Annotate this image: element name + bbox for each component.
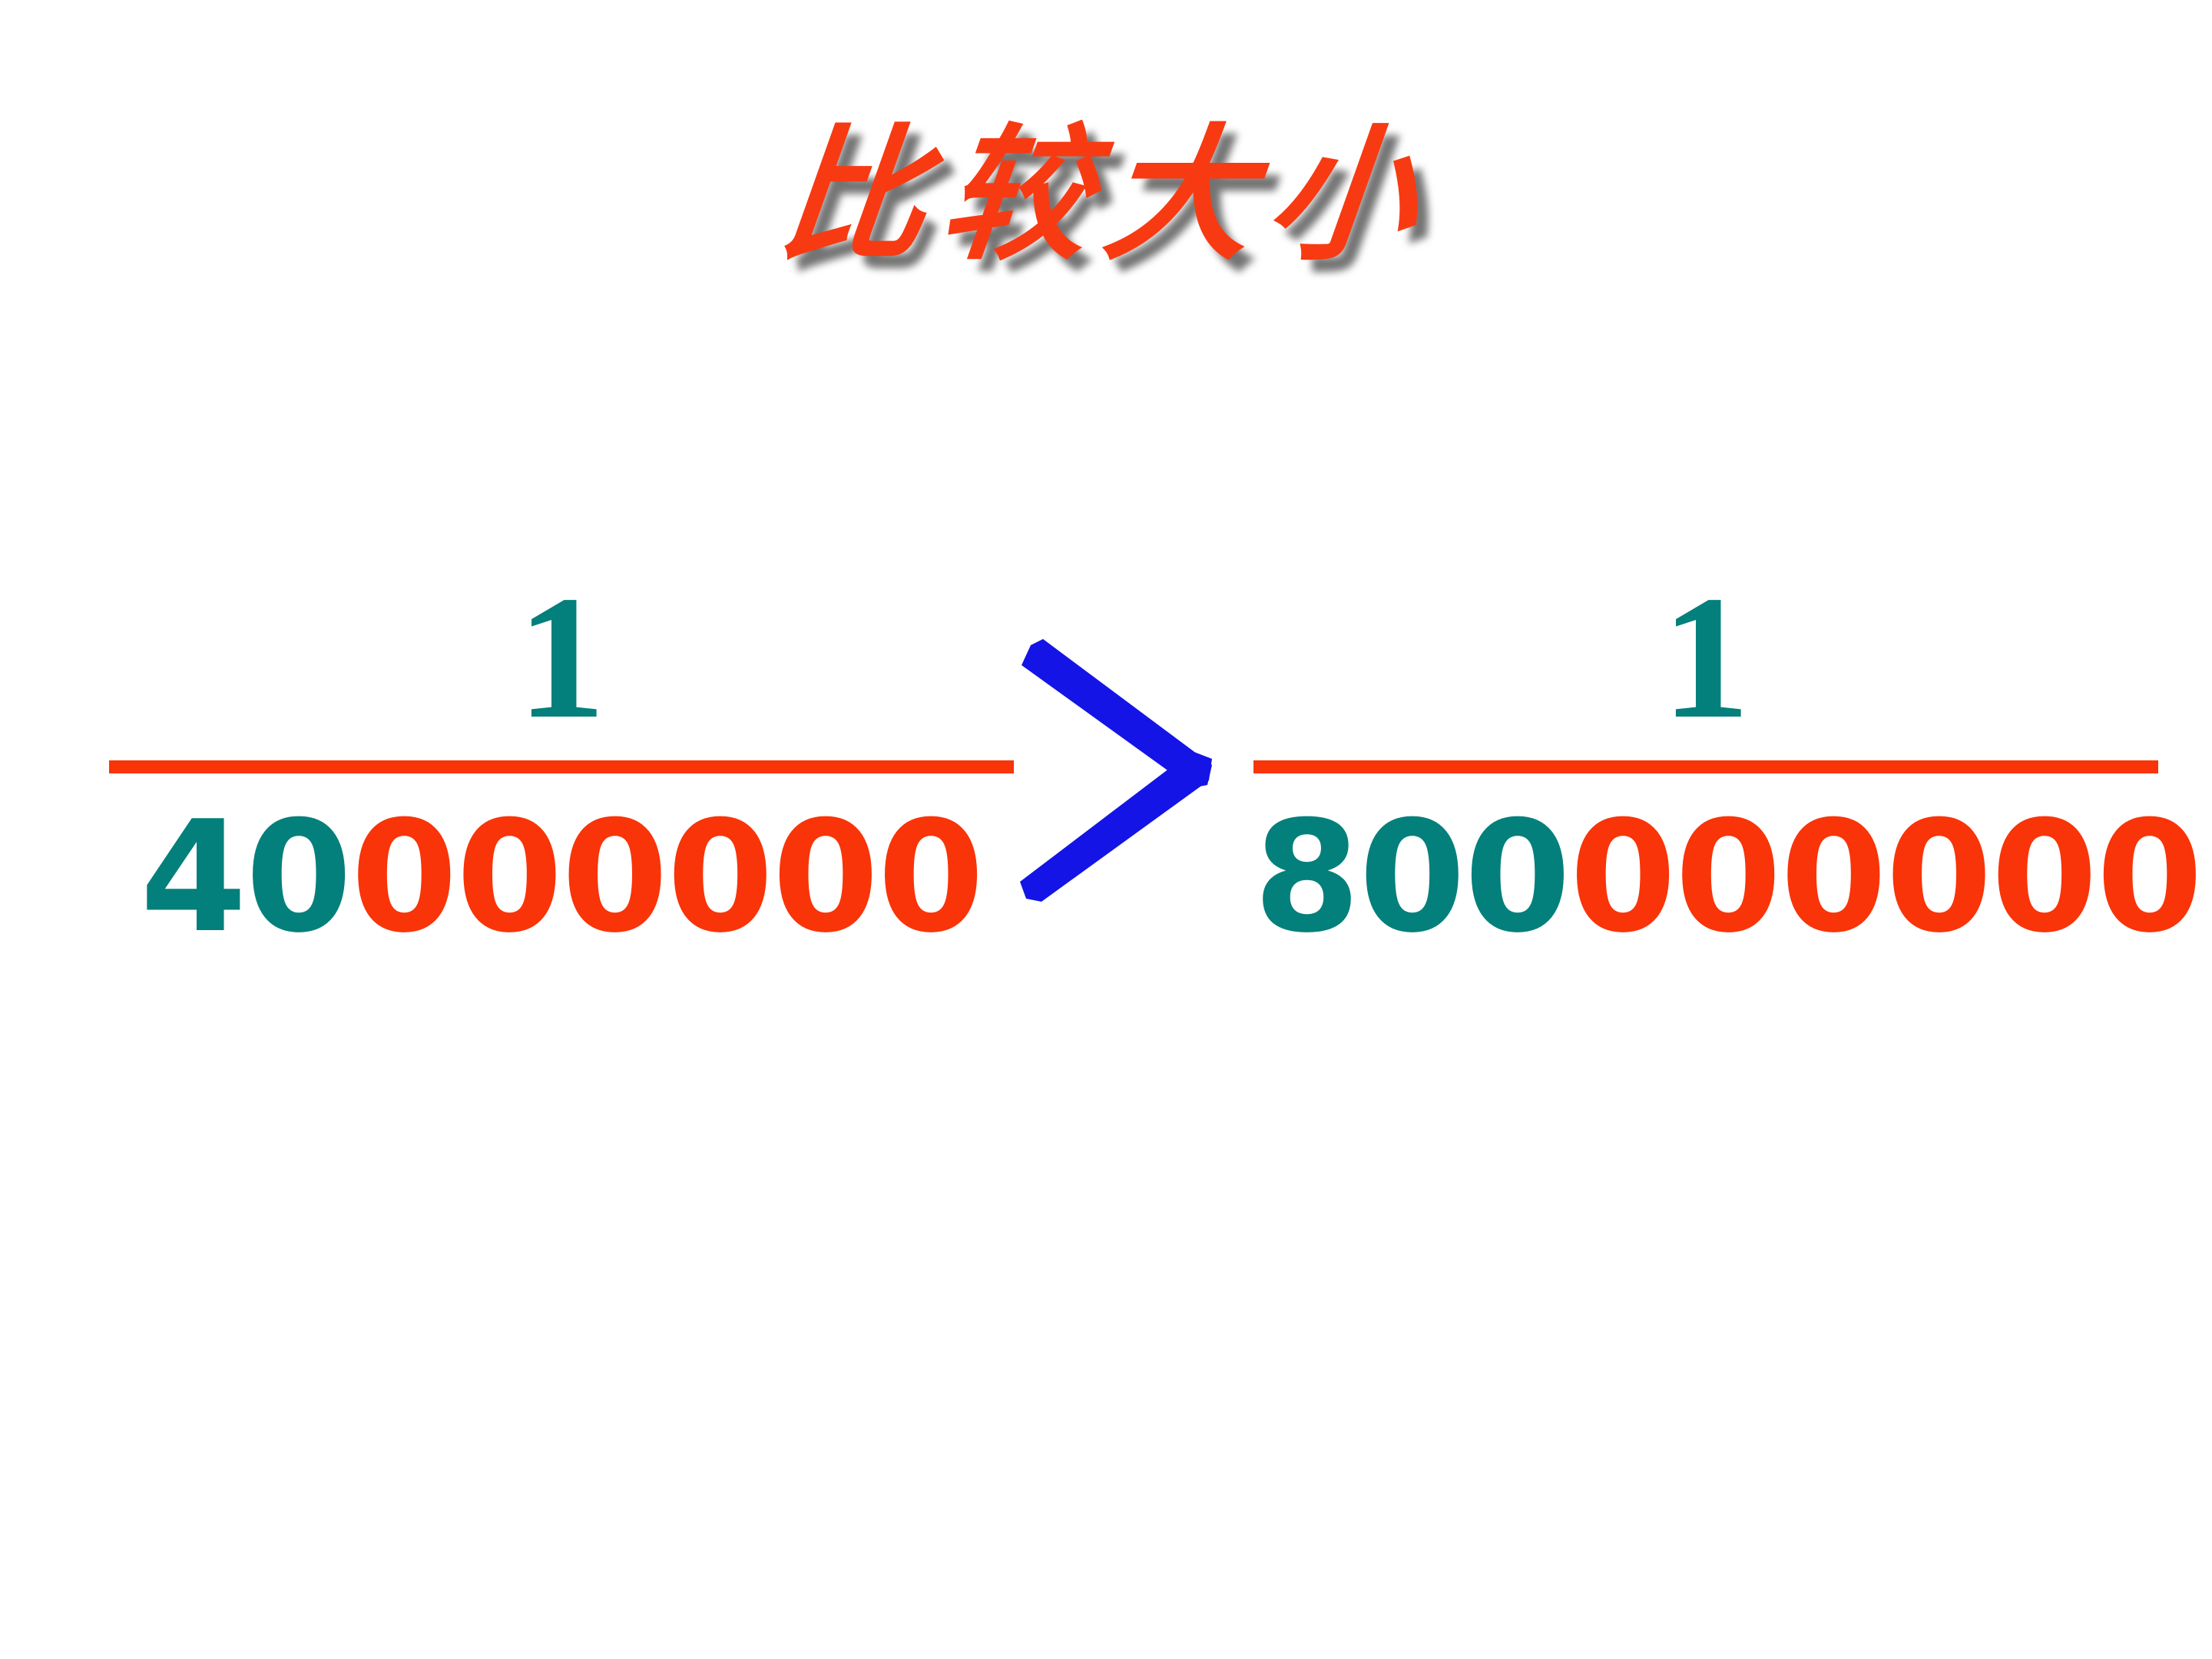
left-denominator-significant-digits: 40 — [140, 788, 352, 967]
right-denominator-significant-digits: 800 — [1253, 788, 1571, 967]
left-fraction-numerator: 1 — [517, 558, 606, 755]
left-fraction-bar — [109, 760, 1014, 773]
greater-than-sign-icon — [1014, 637, 1252, 906]
page-title: 比较大小 — [771, 111, 1441, 280]
left-fraction-denominator: 40000000 — [109, 773, 1014, 955]
right-denominator-trailing-zeros: 000000 — [1569, 788, 2203, 967]
right-fraction-bar — [1253, 760, 2158, 773]
chevron-lower-stroke — [1020, 751, 1212, 902]
greater-than-chevron-shape — [1020, 639, 1212, 902]
right-fraction: 1 800000000 — [1253, 553, 2203, 955]
chevron-upper-stroke — [1022, 639, 1212, 788]
left-denominator-trailing-zeros: 000000 — [350, 788, 985, 967]
left-fraction: 1 40000000 — [109, 553, 1014, 955]
right-fraction-numerator: 1 — [1661, 558, 1750, 755]
right-fraction-denominator: 800000000 — [1253, 773, 2203, 955]
